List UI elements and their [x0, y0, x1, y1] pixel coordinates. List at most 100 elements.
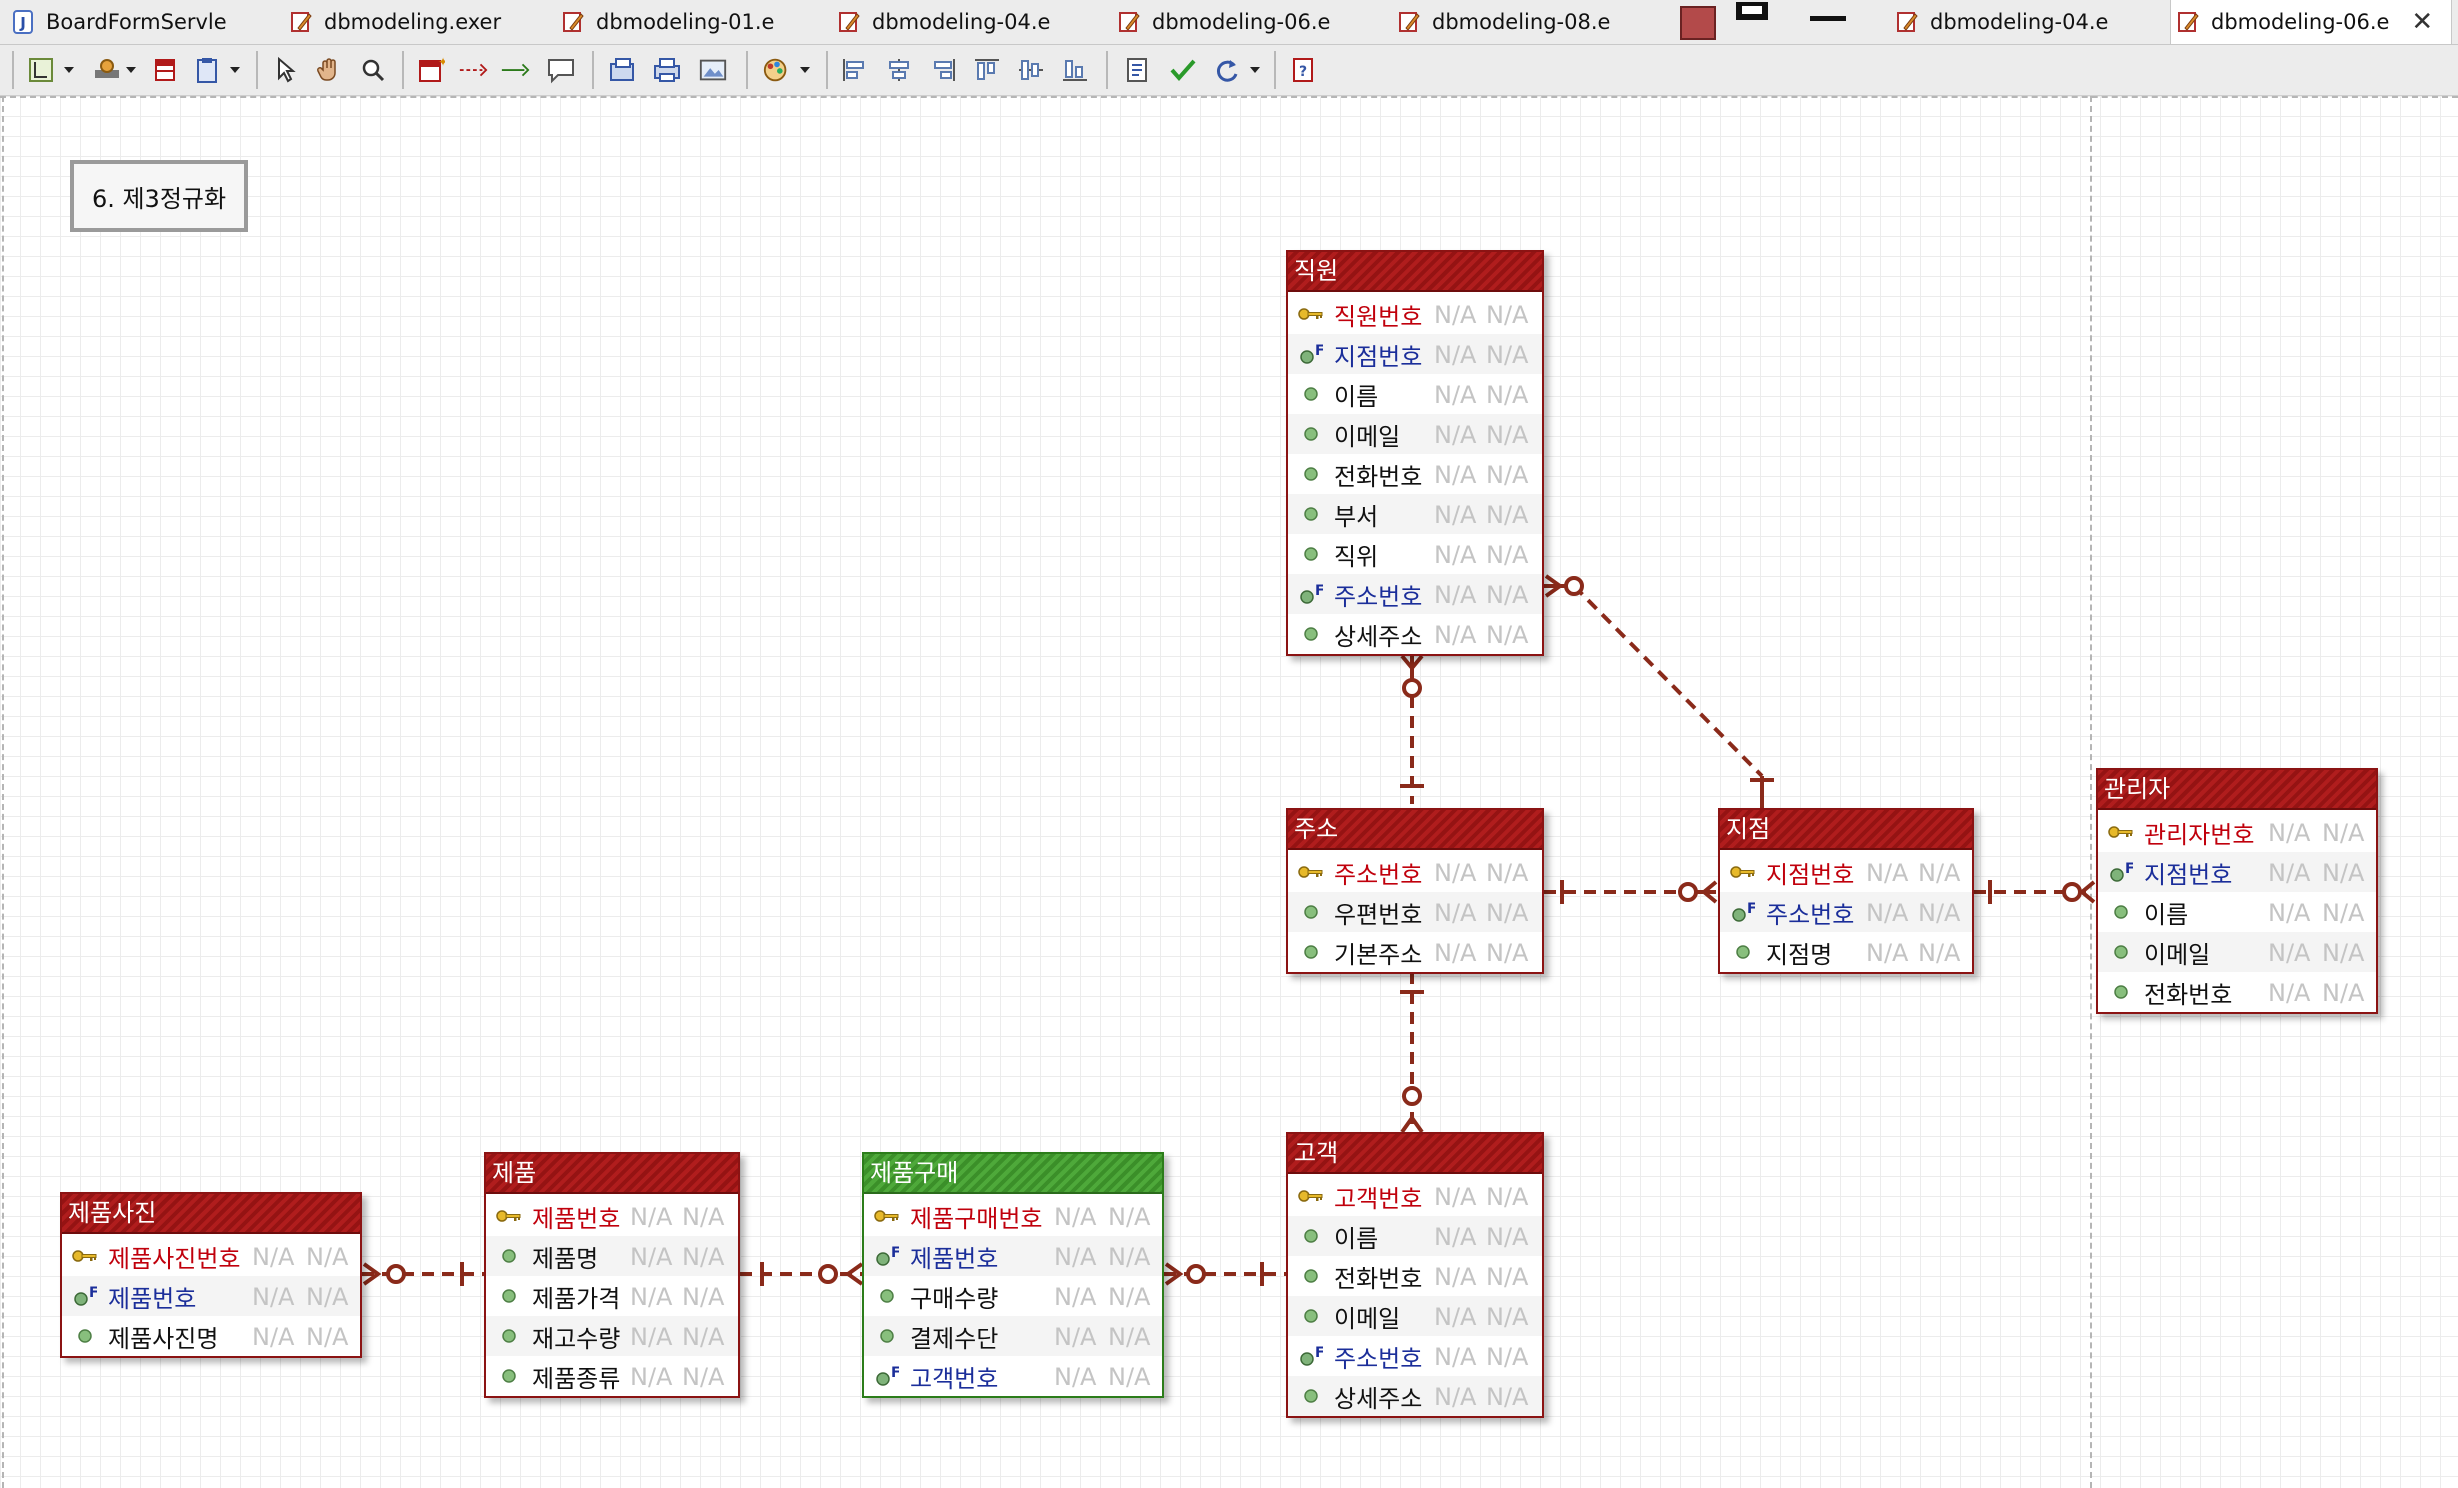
attribute-icon: [872, 1324, 902, 1348]
align-center-icon[interactable]: [884, 55, 914, 85]
attribute-type: N/A: [2268, 859, 2311, 887]
tab-7-active[interactable]: dbmodeling-06.e ✕: [2170, 0, 2452, 44]
tab-3[interactable]: dbmodeling-04.e: [838, 0, 1110, 44]
relation-solid-icon[interactable]: [500, 55, 530, 85]
diagram-canvas[interactable]: 6. 제3정규화: [0, 96, 2458, 1488]
align-right-icon[interactable]: [928, 55, 958, 85]
diagram-note[interactable]: 6. 제3정규화: [70, 160, 248, 232]
export-icon[interactable]: [608, 55, 638, 85]
refresh-icon[interactable]: [1212, 55, 1242, 85]
tab-5[interactable]: dbmodeling-08.e: [1398, 0, 1668, 44]
table-icon[interactable]: [150, 55, 180, 85]
help-icon[interactable]: ?: [1288, 55, 1318, 85]
attribute-type: N/A: [1054, 1203, 1097, 1231]
attribute-constraint: N/A: [1486, 899, 1529, 927]
relation-dashed-icon[interactable]: [458, 55, 488, 85]
clipboard-icon[interactable]: [192, 55, 222, 85]
comment-icon[interactable]: [546, 55, 576, 85]
palette-icon[interactable]: [92, 55, 122, 85]
color-icon[interactable]: [762, 55, 792, 85]
align-top-icon[interactable]: [972, 55, 1002, 85]
align-left-icon[interactable]: [840, 55, 870, 85]
tab-0[interactable]: J BoardFormServle: [12, 0, 282, 44]
zoom-icon[interactable]: [358, 55, 388, 85]
attribute-name: 지점번호: [1766, 860, 1855, 889]
tab-1[interactable]: dbmodeling.exer: [290, 0, 552, 44]
align-bottom-icon[interactable]: [1060, 55, 1090, 85]
tab-label: dbmodeling-06.e: [2211, 10, 2390, 34]
primary-key-icon: [872, 1204, 902, 1228]
image-icon[interactable]: [698, 55, 728, 85]
align-middle-icon[interactable]: [1016, 55, 1046, 85]
validate-icon[interactable]: [1168, 55, 1198, 85]
attribute-constraint: N/A: [1108, 1283, 1151, 1311]
report-icon[interactable]: [1122, 55, 1152, 85]
tab-6[interactable]: dbmodeling-04.e: [1896, 0, 2166, 44]
close-icon[interactable]: ✕: [2411, 7, 2434, 37]
attribute-constraint: N/A: [1486, 1303, 1529, 1331]
svg-text:F: F: [2125, 861, 2133, 877]
tab-4[interactable]: dbmodeling-06.e: [1118, 0, 1390, 44]
attribute-constraint: N/A: [1486, 859, 1529, 887]
tab-2[interactable]: dbmodeling-01.e: [562, 0, 830, 44]
restore-icon[interactable]: [1680, 6, 1716, 40]
maximize-icon[interactable]: [1736, 2, 1768, 20]
attribute-type: N/A: [1866, 939, 1909, 967]
attribute-name: 이름: [1334, 382, 1379, 411]
hand-icon[interactable]: [314, 55, 344, 85]
print-icon[interactable]: [652, 55, 682, 85]
layout-icon[interactable]: [26, 55, 56, 85]
attribute-icon: [1296, 1264, 1326, 1288]
new-table-icon[interactable]: ✦: [416, 55, 446, 85]
minimize-icon[interactable]: [1810, 16, 1846, 21]
pointer-icon[interactable]: [270, 55, 300, 85]
